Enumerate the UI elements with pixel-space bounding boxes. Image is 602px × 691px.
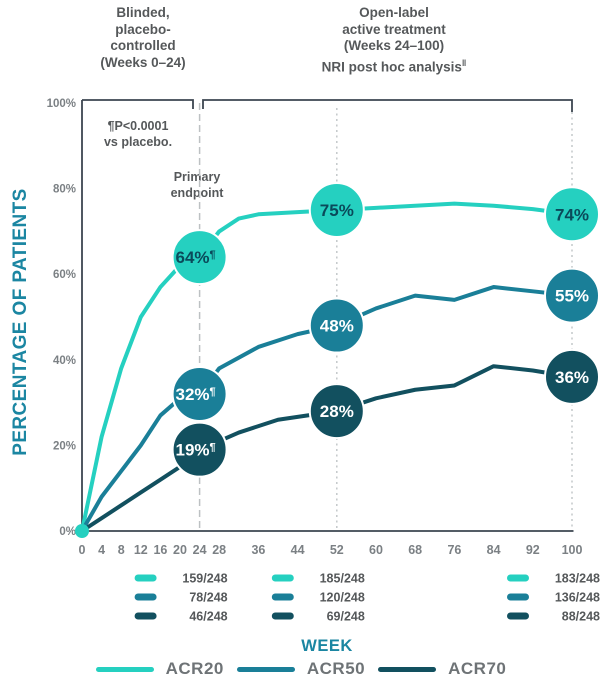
acr20-bubble-week-52 (308, 182, 365, 238)
acr70-bubble-week-24 (171, 421, 228, 478)
x-tick-92: 92 (526, 543, 540, 557)
x-tick-84: 84 (487, 543, 501, 557)
responder-count-legend: 159/248 78/248 46/248 185/248 120/248 69/248 1… (134, 572, 600, 624)
y-tick-60%: 60% (53, 269, 76, 281)
legend-item-acr20: ACR20 (95, 659, 224, 679)
x-tick-100: 100 (562, 543, 583, 557)
milestone-gridlines (198, 103, 573, 531)
primary-endpoint-annotation: Primary endpoint (170, 170, 224, 200)
y-tick-20%: 20% (53, 440, 76, 452)
acr50-responders-week-24: 78/248 (189, 591, 227, 605)
x-tick-12: 12 (134, 543, 148, 557)
x-tick-44: 44 (291, 543, 305, 557)
acr70-swatch-week-52 (271, 612, 294, 620)
footnote-marker: ‖ (461, 57, 467, 68)
acr20-value-week-52: 75% (320, 201, 354, 220)
header-line: (Weeks 24–100) (343, 38, 445, 53)
acr20-responders-week-24: 159/248 (182, 572, 227, 586)
acr70-bubble-week-52 (308, 383, 365, 440)
acr50-bubble-week-24 (171, 366, 228, 423)
acr20-bubble-week-24 (171, 229, 228, 286)
acr50-bubble-week-52 (308, 297, 365, 354)
acr50-responders-week-100: 136/248 (555, 591, 600, 605)
acr70-responders-week-100: 88/248 (562, 610, 600, 624)
acr50-swatch-week-24 (134, 593, 157, 601)
phase-header-blinded: Blinded, placebo- controlled (Weeks 0–24… (63, 5, 223, 71)
acr70-swatch-week-100 (507, 612, 529, 620)
header-line: Open-label (359, 5, 429, 20)
pvalue-annotation: ¶P<0.0001 vs placebo. (103, 119, 173, 149)
bracket-open-label-phase (202, 99, 573, 112)
x-tick-4: 4 (98, 543, 105, 557)
acr50-responders-week-52: 120/248 (320, 591, 365, 605)
acr50-label: ACR50 (306, 659, 366, 678)
header-line: NRI post hoc analysis‖ (321, 57, 467, 75)
axes-and-brackets (79, 99, 574, 532)
acr50-value-week-100: 55% (555, 287, 589, 306)
x-tick-52: 52 (330, 543, 344, 557)
acr70-label: ACR70 (448, 659, 507, 678)
acr50-bubble-week-100 (544, 267, 600, 324)
acr20-value-week-24: 64%¶ (176, 248, 216, 267)
x-tick-24: 24 (193, 543, 207, 557)
acr20-line-swatch (95, 666, 154, 672)
acr50-line-swatch (236, 666, 295, 672)
acr70-value-week-24: 19%¶ (176, 441, 216, 460)
x-tick-8: 8 (118, 543, 125, 557)
phase-header-open-label: Open-label active treatment (Weeks 24–10… (274, 5, 514, 76)
series-lines (75, 201, 574, 538)
legend-item-acr70: ACR70 (378, 659, 506, 679)
y-tick-100%: 100% (47, 98, 76, 110)
header-line: placebo- (115, 21, 171, 37)
acr20-bubble-week-100 (544, 186, 600, 243)
acr70-bubble-week-100 (544, 348, 600, 405)
x-tick-36: 36 (251, 543, 265, 557)
acr50-swatch-week-100 (507, 593, 529, 601)
bracket-blinded-phase (82, 99, 194, 109)
acr20-responders-week-52: 185/248 (320, 572, 365, 586)
acr50-swatch-week-52 (271, 593, 294, 601)
acr50-line (80, 285, 574, 533)
series-legend: ACR20 ACR50 ACR70 (0, 659, 602, 679)
x-tick-0: 0 (79, 543, 86, 557)
acr70-line (80, 364, 574, 533)
acr20-label: ACR20 (165, 659, 224, 678)
origin-point (75, 524, 89, 538)
acr20-value-week-100: 74% (555, 205, 589, 224)
acr70-responders-week-52: 69/248 (327, 610, 365, 624)
y-tick-80%: 80% (53, 184, 76, 196)
acr20-swatch-week-100 (507, 574, 529, 582)
acr20-swatch-week-24 (134, 574, 157, 582)
acr20-responders-week-100: 183/248 (555, 572, 600, 586)
x-axis-title: WEEK (301, 637, 353, 655)
legend-item-acr50: ACR50 (236, 659, 366, 679)
acr70-line-swatch (378, 666, 437, 672)
x-tick-28: 28 (212, 543, 226, 557)
header-line: controlled (110, 38, 176, 53)
x-tick-68: 68 (408, 543, 422, 557)
y-tick-0%: 0% (59, 526, 76, 538)
acr20-swatch-week-52 (271, 574, 294, 582)
acr50-value-week-24: 32%¶ (176, 385, 216, 404)
acr70-responders-week-24: 46/248 (189, 610, 227, 624)
header-line: (Weeks 0–24) (100, 54, 186, 70)
x-tick-76: 76 (447, 543, 461, 557)
acr70-value-week-52: 28% (320, 402, 354, 421)
acr50-value-week-52: 48% (320, 317, 354, 336)
x-tick-20: 20 (173, 543, 187, 557)
x-tick-60: 60 (369, 543, 383, 557)
y-tick-40%: 40% (53, 355, 76, 367)
header-line: active treatment (342, 21, 446, 37)
header-line: Blinded, (116, 5, 170, 20)
x-tick-16: 16 (153, 543, 167, 557)
milestone-bubbles: 64%¶ 75% 74% 32%¶ 48% 55% 19%¶ 28% 36% (171, 182, 600, 478)
acr20-line (80, 201, 574, 533)
y-axis-ticks: 0% 20% 40% 60% 80% 100% (47, 98, 76, 538)
acr70-value-week-100: 36% (555, 368, 589, 387)
acr70-swatch-week-24 (134, 612, 157, 620)
